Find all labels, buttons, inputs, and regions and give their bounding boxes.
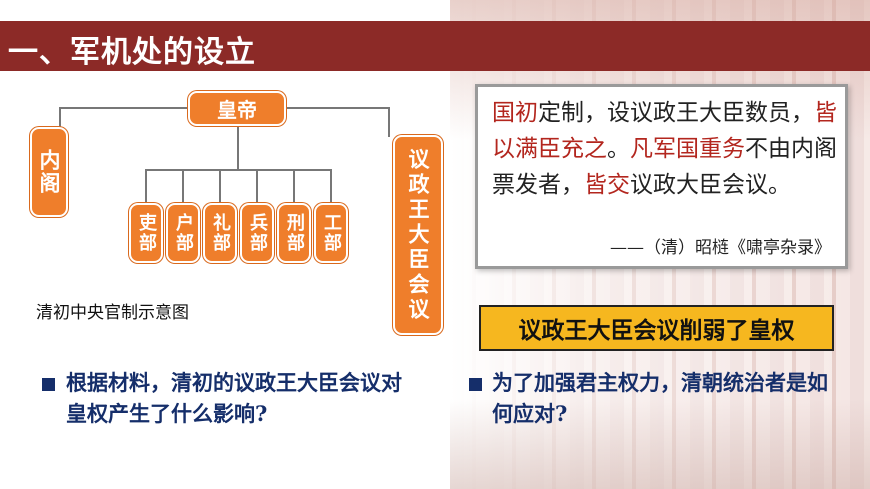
quote-segment: 皆以满臣充之: [492, 100, 837, 162]
node-ministry-justice: 刑部: [277, 203, 311, 263]
quote-segment: 。: [607, 136, 630, 162]
connector-neige: [59, 107, 61, 129]
node-emperor: 皇帝: [188, 91, 286, 126]
slide-title: 一、军机处的设立: [8, 35, 256, 70]
question-1: 根据材料，清初的议政王大臣会议对皇权产生了什么影响?: [66, 370, 402, 426]
connector-emperor-down: [237, 122, 239, 170]
node-ministry-works: 工部: [314, 203, 348, 263]
node-ministry-war: 兵部: [240, 203, 274, 263]
node-ministry-li: 吏部: [129, 203, 163, 263]
quote-text: 国初定制，设议政王大臣数员，皆以满臣充之。凡军国重务不由内阁票发者，皆交议政大臣…: [492, 95, 837, 203]
quote-segment: 议政大臣会议。: [630, 172, 791, 198]
quote-box: 国初定制，设议政王大臣数员，皆以满臣充之。凡军国重务不由内阁票发者，皆交议政大臣…: [475, 84, 848, 269]
bullet-square-icon: [42, 378, 55, 391]
background-overlay-floor: [450, 399, 870, 489]
connector-council: [388, 107, 390, 137]
quote-source: ——（清）昭梿《啸亭杂录》: [610, 238, 831, 258]
node-neige: 内阁: [30, 127, 68, 217]
connector-ministry-4: [256, 169, 258, 205]
connector-ministries-bar: [145, 169, 330, 171]
quote-segment: 凡军国重务: [630, 136, 745, 162]
node-ministry-rites: 礼部: [203, 203, 237, 263]
conclusion-banner: 议政王大臣会议削弱了皇权: [479, 305, 834, 351]
diagram-caption: 清初中央官制示意图: [36, 303, 189, 323]
connector-ministry-1: [145, 169, 147, 205]
connector-ministry-3: [219, 169, 221, 205]
question-2: 为了加强君主权力，清朝统治者是如何应对?: [492, 370, 828, 426]
connector-ministry-2: [182, 169, 184, 205]
title-bar: [0, 21, 870, 71]
bullet-square-icon: [469, 378, 482, 391]
connector-ministry-5: [293, 169, 295, 205]
quote-segment: 定制，设议政王大臣数员，: [538, 100, 814, 126]
quote-segment: 皆交: [584, 172, 630, 198]
connector-ministry-6: [330, 169, 332, 205]
node-council: 议政王大臣会议: [393, 135, 443, 335]
quote-segment: 不由内阁票发者，: [492, 136, 837, 198]
node-ministry-hu: 户部: [166, 203, 200, 263]
quote-segment: 国初: [492, 100, 538, 126]
